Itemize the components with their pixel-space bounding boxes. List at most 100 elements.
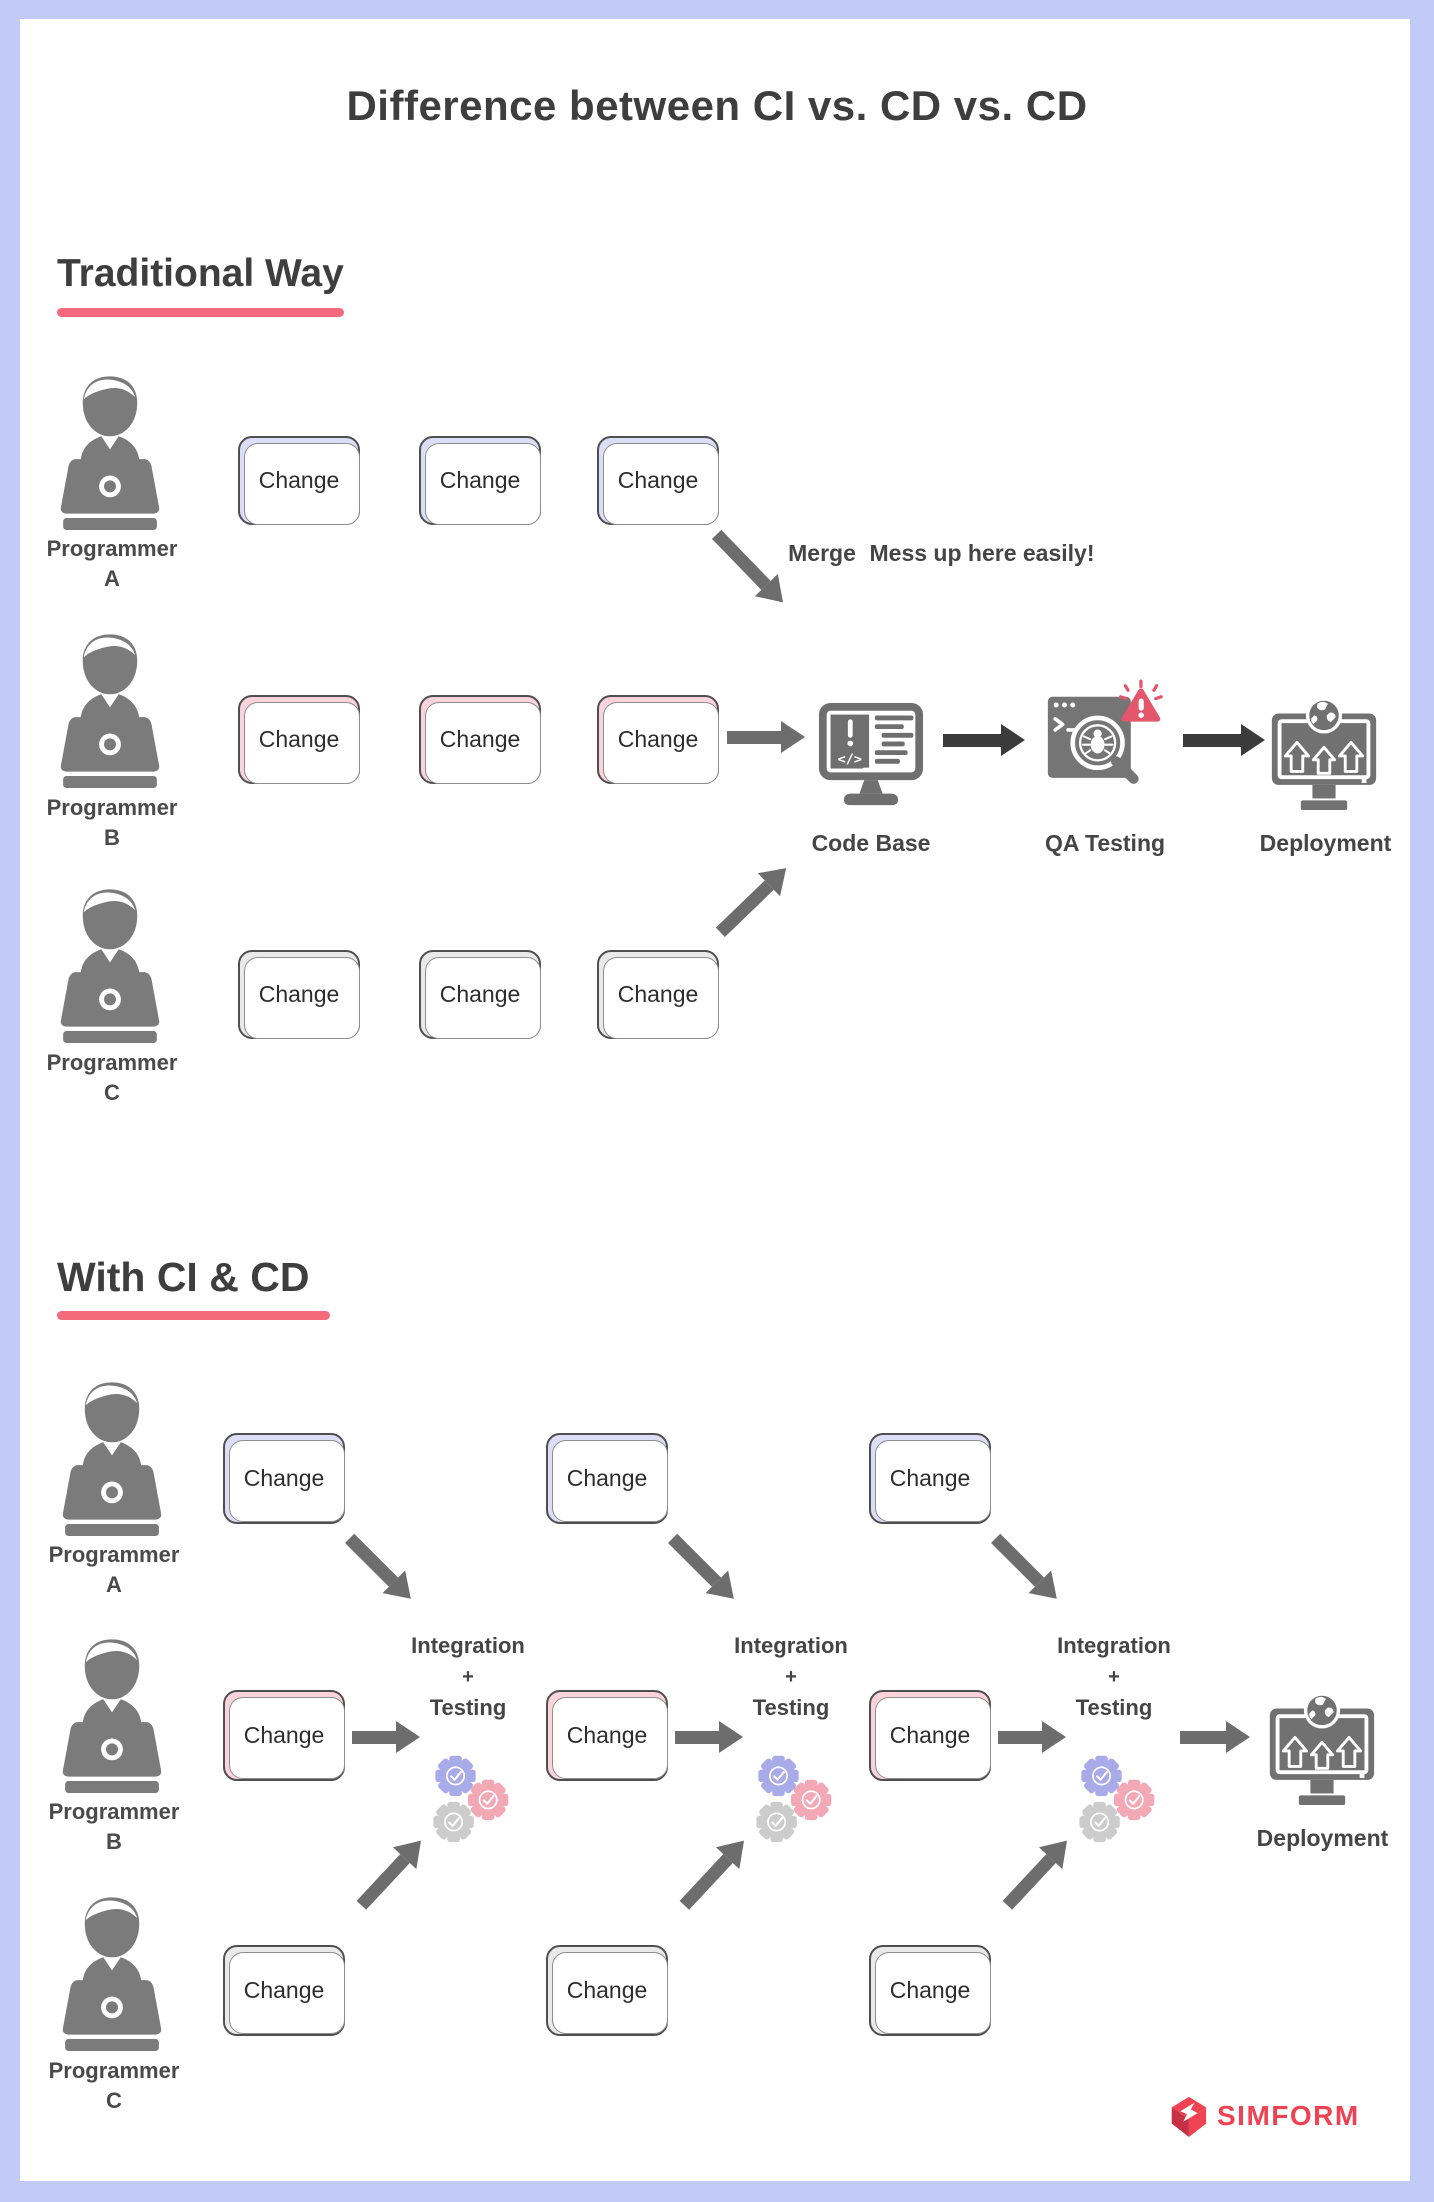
page-title: Difference between CI vs. CD vs. CD [346,82,1088,129]
change-box-label: Change [258,981,340,1007]
integration-label-line2: + [785,1666,797,1688]
merge-arrow-right-icon [675,1720,743,1754]
deployment-label: Deployment [1256,1825,1389,1851]
programmer-label-line1: Programmer [46,536,178,561]
deployment-icon [1269,697,1379,812]
change-box-label: Change [889,1977,971,2003]
change-box: Change [223,1433,345,1524]
programmer-label-line2: B [106,1829,122,1854]
programmer-b-label: Programmer B [19,1797,209,1857]
integration-gears-icon [424,1750,516,1846]
change-box-label: Change [243,1977,325,2003]
merge-arrow-right-icon [352,1720,420,1754]
programmer-label-line2: C [106,2088,122,2113]
change-box-label: Change [566,1722,648,1748]
change-box-label: Change [439,981,521,1007]
traditional-heading: Traditional Way [57,252,344,295]
merge-arrow-right-icon [998,1720,1066,1754]
programmer-label-line2: A [104,566,120,591]
cicd-heading: With CI & CD [57,1254,310,1300]
merge-arrow-down-icon [984,1526,1069,1611]
deployment-label: Deployment [1259,830,1392,856]
traditional-heading-underline [57,308,344,317]
integration-label-line2: + [1108,1666,1120,1688]
programmer-icon [60,889,160,1043]
merge-label: Merge [788,540,856,566]
change-box: Change [419,695,541,784]
programmer-label-line1: Programmer [46,1050,178,1075]
change-box: Change [238,950,360,1039]
integration-label-line1: Integration [1057,1633,1171,1658]
change-box-label: Change [258,467,340,493]
flow-arrow-icon [1183,723,1265,757]
integration-gears-icon [1070,1750,1162,1846]
change-box: Change [869,1945,991,2036]
code-base-label: Code Base [811,830,931,856]
change-box: Change [419,950,541,1039]
change-box-label: Change [889,1722,971,1748]
change-box-label: Change [617,981,699,1007]
content-card [20,19,1410,2181]
change-box-label: Change [439,726,521,752]
brand-logo: SIMFORM [1166,2094,1360,2138]
merge-arrow-down-icon [338,1526,423,1611]
integration-label-line3: Testing [429,1695,507,1720]
integration-testing-label: Integration + Testing [383,1630,553,1724]
programmer-label-line2: A [106,1572,122,1597]
merge-arrow-down-icon [705,522,795,614]
change-box: Change [597,695,719,784]
warning-label: Mess up here easily! [869,540,1095,566]
programmer-icon [60,376,160,530]
flow-arrow-icon [943,723,1025,757]
programmer-icon [62,1382,162,1536]
integration-label-line2: + [462,1666,474,1688]
merge-arrow-right-icon [727,720,805,754]
integration-testing-label: Integration + Testing [706,1630,876,1724]
change-box-label: Change [889,1465,971,1491]
change-box: Change [597,436,719,525]
programmer-a-label: Programmer A [19,1540,209,1600]
integration-label-line1: Integration [411,1633,525,1658]
integration-label-line3: Testing [752,1695,830,1720]
change-box: Change [869,1690,991,1781]
merge-arrow-down-icon [661,1526,746,1611]
change-box: Change [238,436,360,525]
simform-logo-icon [1171,2096,1207,2137]
cicd-heading-underline [57,1311,330,1320]
change-box: Change [238,695,360,784]
change-box-label: Change [566,1977,648,2003]
qa-testing-icon [1046,678,1164,804]
programmer-label-line1: Programmer [48,1799,180,1824]
programmer-c-label: Programmer C [19,2056,209,2116]
code-base-icon [818,700,924,812]
programmer-icon [60,634,160,788]
change-box: Change [546,1690,668,1781]
programmer-c-label: Programmer C [17,1048,207,1108]
change-box: Change [869,1433,991,1524]
change-box-label: Change [243,1722,325,1748]
change-box-label: Change [566,1465,648,1491]
deployment-icon [1267,1692,1377,1807]
change-box: Change [223,1690,345,1781]
programmer-icon [62,1897,162,2051]
integration-label-line1: Integration [734,1633,848,1658]
qa-testing-label: QA Testing [1044,830,1166,856]
change-box-label: Change [617,726,699,752]
integration-testing-label: Integration + Testing [1029,1630,1199,1724]
programmer-icon [62,1639,162,1793]
merge-arrow-up-icon [708,856,798,944]
programmer-label-line2: C [104,1080,120,1105]
change-box: Change [419,436,541,525]
merge-arrow-right-icon [1180,1720,1250,1754]
change-box-label: Change [243,1465,325,1491]
integration-label-line3: Testing [1075,1695,1153,1720]
programmer-label-line1: Programmer [48,2058,180,2083]
programmer-label-line1: Programmer [46,795,178,820]
integration-gears-icon [747,1750,839,1846]
change-box: Change [546,1945,668,2036]
change-box-label: Change [439,467,521,493]
programmer-label-line1: Programmer [48,1542,180,1567]
change-box: Change [546,1433,668,1524]
change-box-label: Change [258,726,340,752]
